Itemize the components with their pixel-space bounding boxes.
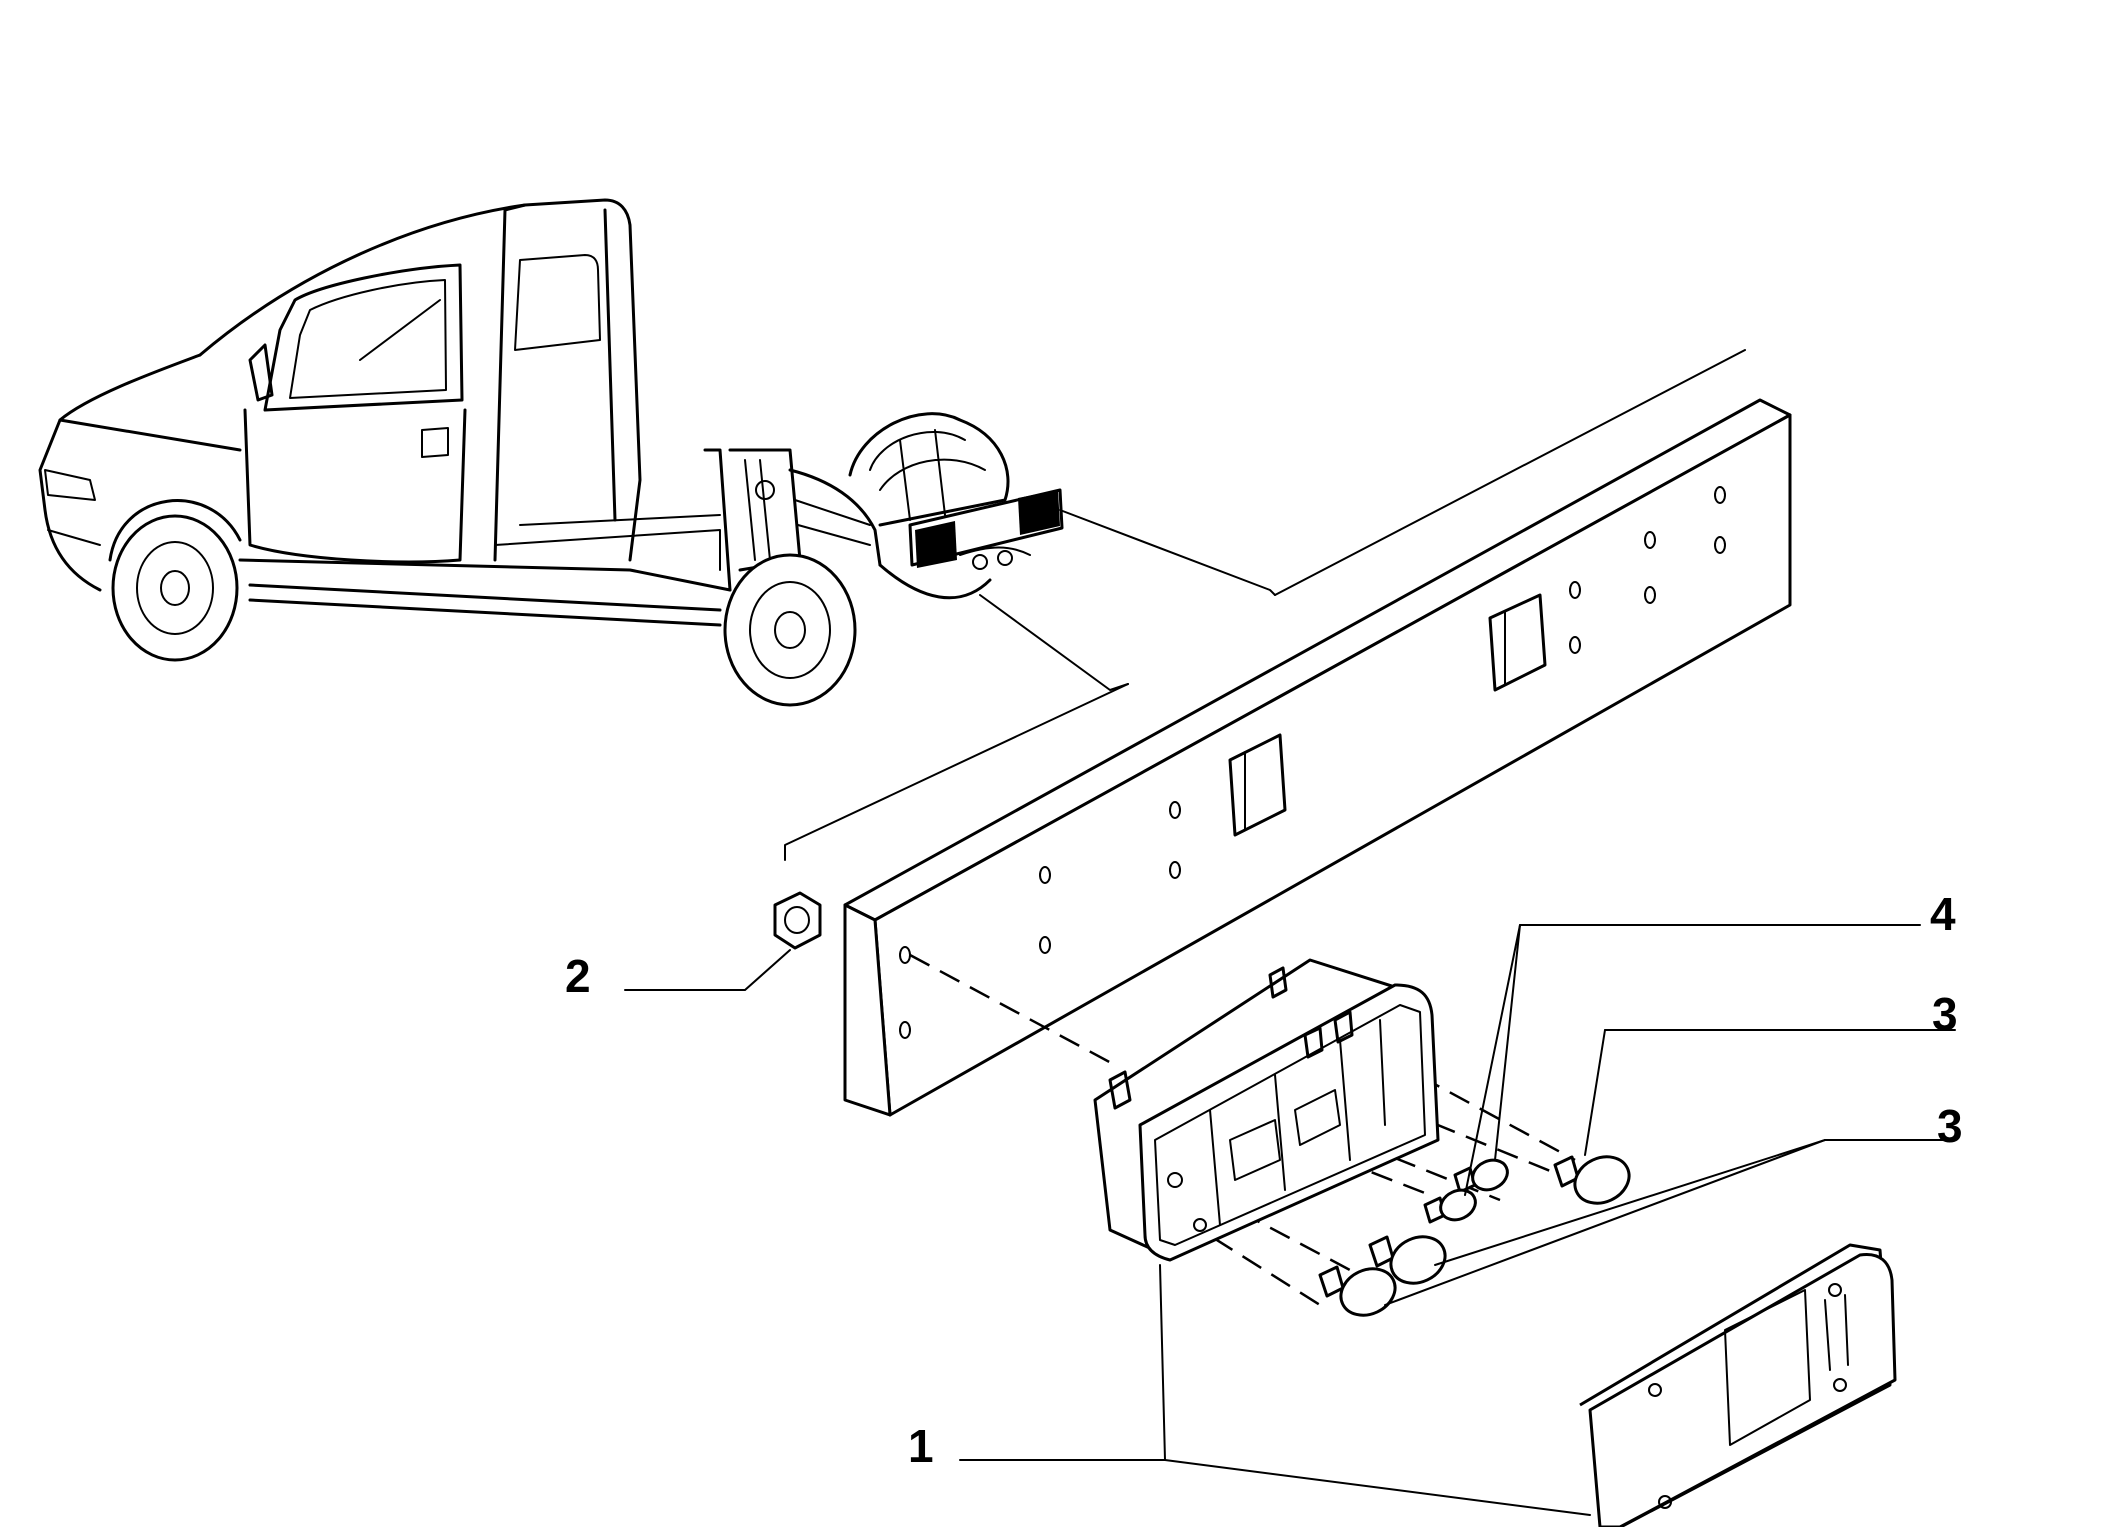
small-bulb <box>1423 1188 1477 1224</box>
bulbs <box>1318 1155 1631 1317</box>
tail-lamp-housing <box>1093 958 1440 1262</box>
hex-nut <box>773 891 822 950</box>
large-bulb <box>1553 1155 1631 1205</box>
large-bulb <box>1318 1265 1397 1317</box>
large-bulb <box>1368 1235 1447 1285</box>
zoom-leader-lines <box>784 349 1746 861</box>
small-bulb <box>1453 1158 1509 1194</box>
callout-3-upper: 3 <box>1932 988 1958 1040</box>
callout-1: 1 <box>908 1420 934 1472</box>
callout-2: 2 <box>565 950 591 1002</box>
callout-4: 4 <box>1930 888 1956 940</box>
callout-leaders <box>624 924 1956 1516</box>
callout-3-lower: 3 <box>1937 1100 1963 1152</box>
callout-labels: 1 2 3 3 4 <box>565 888 1963 1472</box>
rear-cross-member <box>843 398 1792 1117</box>
vehicle-illustration <box>38 198 1064 707</box>
tail-lamp-lens <box>1579 1243 1897 1527</box>
